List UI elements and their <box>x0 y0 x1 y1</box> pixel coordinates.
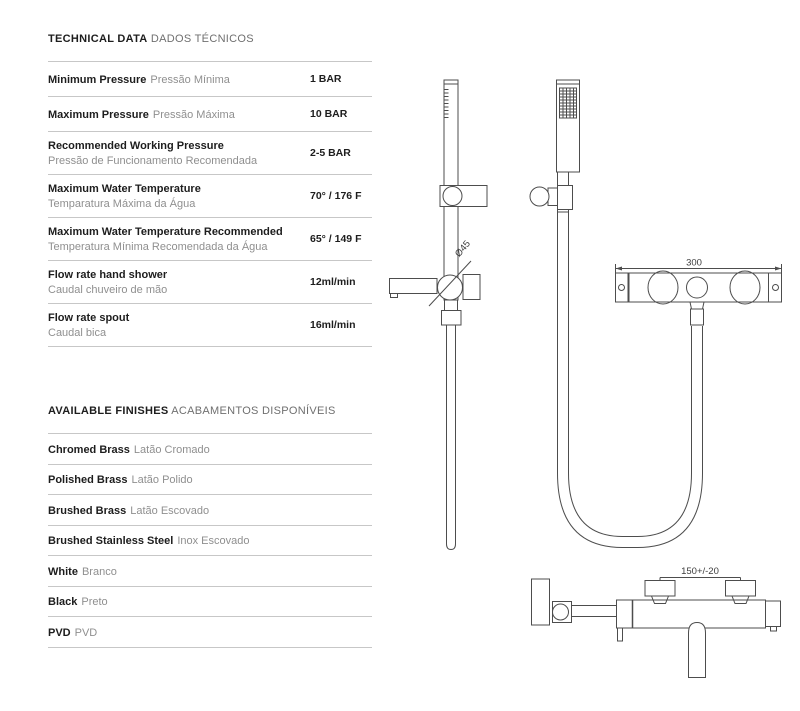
available-finishes-title-en: AVAILABLE FINISHES <box>48 405 169 417</box>
data-tables: TECHNICAL DATA DADOS TÉCNICOS Minimum Pr… <box>48 31 372 648</box>
svg-text:150+/-20: 150+/-20 <box>681 566 719 577</box>
row-label-pt: Latão Polido <box>131 474 193 487</box>
row-label-en: Maximum Water Temperature <box>48 183 201 195</box>
spray-hatch <box>444 89 449 118</box>
technical-data-header: TECHNICAL DATA DADOS TÉCNICOS <box>48 31 372 47</box>
row-label-en: Flow rate spout <box>48 312 130 324</box>
row-label-pt: Preto <box>81 596 108 609</box>
dimension-bar-width: 300 <box>615 258 782 273</box>
table-row: Maximum Water Temperature Recommended Te… <box>48 217 372 260</box>
row-value: 2-5 BAR <box>310 147 351 159</box>
drawing-mixer-front: 150+/-20 <box>531 566 781 678</box>
row-label-en: Maximum Pressure <box>48 109 149 121</box>
row-label-pt: Branco <box>81 565 117 578</box>
available-finishes-title-pt: ACABAMENTOS DISPONÍVEIS <box>171 405 336 417</box>
row-label-pt: Pressão de Funcionamento Recomendada <box>48 155 258 167</box>
dimension-valve-diameter: Ø45 <box>453 239 473 260</box>
spout <box>688 621 706 678</box>
row-value: 1 BAR <box>310 73 342 85</box>
row-value: 12ml/min <box>310 276 356 288</box>
row-label-en: White <box>48 565 78 578</box>
row-label-pt: Inox Escovado <box>177 535 250 548</box>
table-row: Flow rate spout Caudal bica 16ml/min <box>48 303 372 346</box>
spray-grid <box>559 87 577 119</box>
row-value: 65° / 149 F <box>310 233 362 245</box>
row-value: 16ml/min <box>310 319 356 331</box>
drawing-side-view: Ø45 <box>389 79 488 551</box>
hose-inner <box>568 212 692 537</box>
row-label-en: Brushed Brass <box>48 504 127 517</box>
table-row: Recommended Working Pressure Pressão de … <box>48 131 372 174</box>
row-label-pt: Temparatura Máxima da Água <box>48 198 196 210</box>
row-label-pt: Latão Escovado <box>130 504 210 517</box>
row-label-pt: PVD <box>74 626 98 639</box>
table-row: Maximum Water Temperature Temparatura Má… <box>48 174 372 217</box>
row-label-pt: Latão Cromado <box>133 443 210 456</box>
row-label-en: Brushed Stainless Steel <box>48 535 174 548</box>
row-label-pt: Caudal chuveiro de mão <box>48 284 168 296</box>
valve-body <box>437 274 463 301</box>
hose-outer <box>557 212 703 548</box>
row-label-en: PVD <box>48 626 71 639</box>
row-label-pt: Pressão Máxima <box>152 109 235 121</box>
row-label-en: Chromed Brass <box>48 443 130 456</box>
row-label-en: Recommended Working Pressure <box>48 140 224 152</box>
row-label-en: Minimum Pressure <box>48 74 147 86</box>
row-label-en: Polished Brass <box>48 474 128 487</box>
row-label-en: Maximum Water Temperature Recommended <box>48 226 283 238</box>
technical-data-title-en: TECHNICAL DATA <box>48 33 148 45</box>
drawing-front-view <box>529 79 703 548</box>
row-value: 10 BAR <box>310 108 348 120</box>
row-label-en: Black <box>48 596 78 609</box>
technical-data-title-pt: DADOS TÉCNICOS <box>150 33 254 45</box>
row-label-pt: Caudal bica <box>48 327 107 339</box>
drawing-top-view: 300 <box>615 258 782 326</box>
row-label-pt: Temperatura Mínima Recomendada da Água <box>48 241 268 253</box>
hose <box>446 325 456 551</box>
row-value: 70° / 176 F <box>310 190 362 202</box>
svg-text:300: 300 <box>686 258 702 269</box>
table-row: Flow rate hand shower Caudal chuveiro de… <box>48 260 372 303</box>
row-label-pt: Pressão Mínima <box>150 74 230 86</box>
available-finishes-header: AVAILABLE FINISHES ACABAMENTOS DISPONÍVE… <box>48 403 372 419</box>
row-label-en: Flow rate hand shower <box>48 269 168 281</box>
